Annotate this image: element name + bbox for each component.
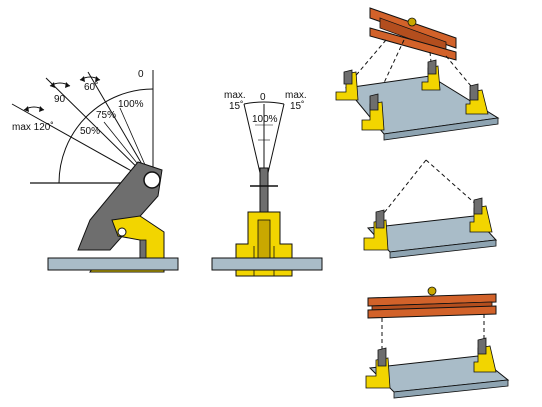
angle-load-diagram: 0 100% 60˚ 90 max 120˚ 75% 50% xyxy=(11,69,179,273)
beam2-lug-icon xyxy=(427,286,437,296)
angle-arrowhead-60a-icon xyxy=(80,76,85,82)
beam-four-clamps xyxy=(335,7,500,141)
tilt-label-deg-right: 15˚ xyxy=(290,100,304,112)
clamp-bottom-right xyxy=(473,337,497,373)
ray-120 xyxy=(11,103,154,184)
angle-arrowhead-90a-icon xyxy=(50,82,55,88)
angle-arrowhead-60b-icon xyxy=(95,76,100,82)
sling-mid-left xyxy=(379,159,427,219)
tilt-label-max-left: max. xyxy=(224,90,246,101)
clamp-top-1 xyxy=(335,69,359,101)
clamp-jaw-body xyxy=(77,161,163,251)
label-zero: 0 xyxy=(138,69,144,80)
steel-plate-bottom-edge xyxy=(393,379,509,399)
clamp-bottom-left xyxy=(365,347,391,389)
label-75-pct: 75% xyxy=(96,110,116,121)
sling-a xyxy=(351,39,387,81)
beam-bottom xyxy=(369,27,457,61)
label-90-deg: 90 xyxy=(54,94,66,105)
clamp-top-4 xyxy=(465,83,489,115)
two-clamps-sling xyxy=(363,159,498,259)
clamp-mid-left xyxy=(363,209,389,251)
steel-plate-middle xyxy=(211,257,323,271)
shackle-eye-icon xyxy=(143,171,161,189)
label-50-pct: 50% xyxy=(80,126,100,137)
angle-arrowhead-90b-icon xyxy=(65,82,70,88)
beam-lug-icon xyxy=(407,17,417,27)
clamp-mid-right xyxy=(469,197,493,233)
clamp-top-3 xyxy=(361,93,385,131)
label-60-deg: 60˚ xyxy=(84,81,98,93)
beam2-bottom xyxy=(367,305,497,319)
clamp-top-2 xyxy=(421,59,441,91)
sling-mid-right xyxy=(425,159,479,207)
tilt-diagram: max. 15˚ 0 max. 15˚ 100% xyxy=(211,90,323,277)
label-100-pct: 100% xyxy=(118,99,144,110)
tilted-clamp xyxy=(77,161,165,273)
tilt-arc xyxy=(243,101,285,105)
tilt-label-zero: 0 xyxy=(260,92,266,103)
steel-plate-top-edge xyxy=(383,117,499,141)
beam-two-clamps xyxy=(365,286,510,399)
tilt-label-deg-left: 15˚ xyxy=(229,100,243,112)
label-max-120: max 120˚ xyxy=(12,121,54,133)
clamp-pin-icon xyxy=(117,227,127,237)
sling-d xyxy=(445,55,477,93)
arc-100 xyxy=(58,88,154,184)
tilt-label-100-pct: 100% xyxy=(252,114,278,125)
steel-plate-mid-edge xyxy=(389,239,497,259)
angle-arrowhead-120a-icon xyxy=(24,106,29,112)
tilt-label-max-right: max. xyxy=(285,90,307,101)
angle-arrowhead-120b-icon xyxy=(39,106,44,112)
clamp-jaw-tooth xyxy=(139,239,147,259)
steel-plate-left xyxy=(47,257,179,271)
